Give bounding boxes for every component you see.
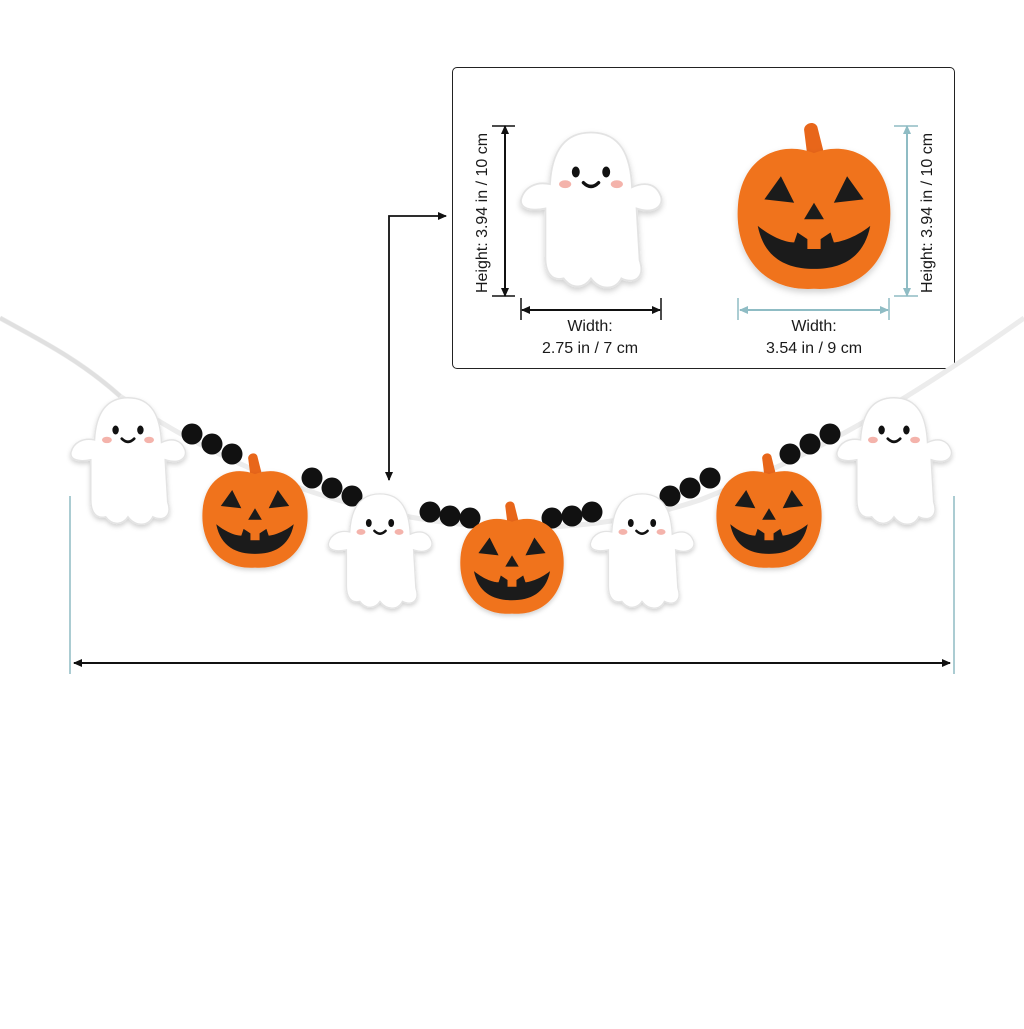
callout-ghost-image xyxy=(521,132,662,287)
bead-3-2 xyxy=(439,505,461,527)
bead-6-3 xyxy=(819,423,841,445)
bead-2-3 xyxy=(341,485,363,507)
ghost-width-label-line1: Width: xyxy=(567,318,613,335)
bead-4-2 xyxy=(561,505,583,527)
garland-ghost-1 xyxy=(71,398,186,524)
bead-5-2 xyxy=(679,477,701,499)
bead-5-1 xyxy=(659,485,681,507)
bead-1-2 xyxy=(201,433,223,455)
callout-pumpkin-image xyxy=(738,123,891,289)
garland-pieces xyxy=(71,398,952,614)
ghost-width-label-line2: 2.75 in / 7 cm xyxy=(541,340,639,357)
callout-leader-line xyxy=(385,212,447,481)
bead-4-1 xyxy=(541,507,563,529)
garland-ghost-7 xyxy=(837,398,952,524)
bead-1-1 xyxy=(181,423,203,445)
garland-ghost-3 xyxy=(328,494,432,608)
ghost-width-label: Width: 2.75 in / 7 cm xyxy=(520,316,660,360)
bead-6-2 xyxy=(799,433,821,455)
bead-2-2 xyxy=(321,477,343,499)
bead-6-1 xyxy=(779,443,801,465)
garland-pumpkin-6 xyxy=(716,453,821,567)
bead-2-1 xyxy=(301,467,323,489)
bead-3-1 xyxy=(419,501,441,523)
pumpkin-height-label: Height: 3.94 in / 10 cm xyxy=(919,132,936,294)
garland-pumpkin-2 xyxy=(202,453,307,567)
pumpkin-width-label-line1: Width: xyxy=(791,318,837,335)
bead-chain xyxy=(181,423,841,529)
bead-3-3 xyxy=(459,507,481,529)
pumpkin-width-label: Width: 3.54 in / 9 cm xyxy=(740,316,888,360)
pumpkin-width-label-line2: 3.54 in / 9 cm xyxy=(765,340,863,357)
garland-ghost-5 xyxy=(590,494,694,608)
bead-4-3 xyxy=(581,501,603,523)
ghost-height-label: Height: 3.94 in / 10 cm xyxy=(474,132,491,294)
bead-5-3 xyxy=(699,467,721,489)
bead-1-3 xyxy=(221,443,243,465)
